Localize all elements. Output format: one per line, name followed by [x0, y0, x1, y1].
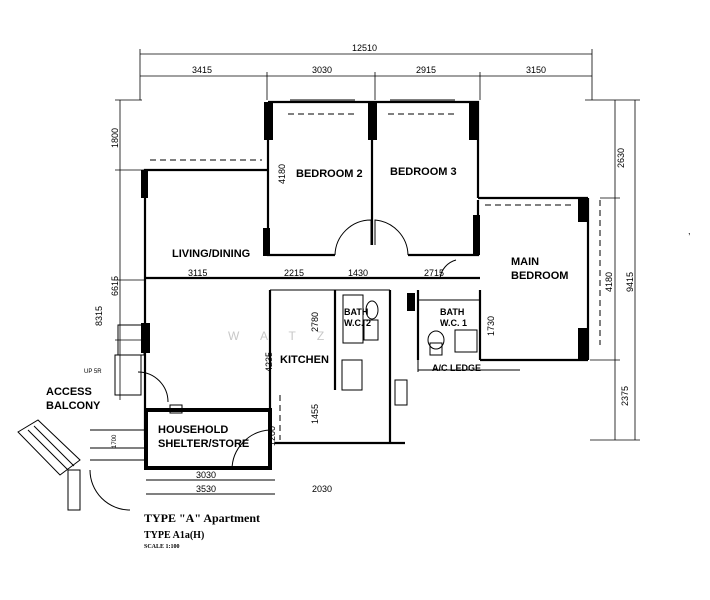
- bath-wc1-label-1: BATH: [440, 307, 464, 317]
- ac-ledge-label: A/C LEDGE: [432, 363, 481, 373]
- title-scale: SCALE 1:100: [144, 544, 180, 550]
- windows: [150, 99, 601, 440]
- dim-top-2: 3030: [312, 65, 332, 75]
- dim-mid-1: 3115: [188, 268, 207, 278]
- dim-bottom-1: 3030: [196, 470, 216, 480]
- shelter-label-2: SHELTER/STORE: [158, 438, 249, 450]
- dim-mid-3: 1430: [348, 268, 368, 278]
- dim-right-3: 9415: [625, 272, 635, 292]
- main-bedroom-label-1: MAIN: [511, 256, 539, 268]
- dim-shelter-height: 1200: [267, 426, 277, 446]
- dim-wc2-height: 2780: [310, 312, 320, 332]
- dim-right-1: 2630: [616, 148, 626, 168]
- columns: [141, 102, 588, 360]
- kitchen-label: KITCHEN: [280, 354, 329, 366]
- dim-kitchen-height: 4235: [264, 352, 274, 372]
- dim-left-4: UP 5R: [84, 369, 102, 375]
- dim-right-2: 4180: [604, 272, 614, 292]
- title-line-2: TYPE A1a(H): [144, 530, 204, 541]
- bedroom-3-label: BEDROOM 3: [390, 166, 457, 178]
- bedroom-2-label: BEDROOM 2: [296, 168, 363, 180]
- dim-shelter-small: 1700: [112, 434, 118, 448]
- bath-wc2-label-2: W.C. 2: [344, 318, 371, 328]
- dim-bottom-2: 3530: [196, 484, 216, 494]
- living-dining-label: LIVING/DINING: [172, 248, 250, 260]
- doors: [89, 219, 457, 511]
- dim-top-4: 3150: [526, 65, 546, 75]
- fixtures: [169, 294, 478, 414]
- dim-bottom-3: 2030: [312, 484, 332, 494]
- dim-left-3: 8315: [94, 306, 104, 326]
- dim-wc1-height: 1730: [486, 316, 496, 336]
- left-dimensions: [115, 99, 145, 400]
- access-balcony-label-2: BALCONY: [46, 400, 101, 412]
- dim-mid-4: 2715: [424, 268, 444, 278]
- balcony-stairs: [17, 324, 145, 511]
- watermark: W A T Z: [228, 329, 333, 343]
- bath-wc1-label-2: W.C. 1: [440, 318, 467, 328]
- dim-top-1: 3415: [192, 65, 212, 75]
- bath-wc2-label-1: BATH: [344, 307, 368, 317]
- dim-top-3: 2915: [416, 65, 436, 75]
- title-block: TYPE "A" Apartment TYPE A1a(H) SCALE 1:1…: [144, 511, 260, 550]
- dim-bed2-height: 4180: [277, 164, 287, 184]
- stray-mark: ,: [688, 226, 691, 236]
- room-labels: BEDROOM 2 BEDROOM 3 LIVING/DINING MAIN B…: [46, 166, 568, 450]
- dim-right-4: 2375: [620, 386, 630, 406]
- dim-kitchen-lower: 1455: [310, 404, 320, 424]
- access-balcony-label-1: ACCESS: [46, 386, 92, 398]
- dim-left-1: 1800: [110, 128, 120, 148]
- title-line-1: TYPE "A" Apartment: [144, 511, 260, 525]
- dimension-labels: 12510 3415 3030 2915 3150 1800 6615 8315…: [84, 43, 635, 494]
- right-dimensions: [585, 99, 640, 441]
- shelter-label-1: HOUSEHOLD: [158, 424, 228, 436]
- dim-mid-2: 2215: [284, 268, 304, 278]
- dim-overall-width: 12510: [352, 43, 377, 53]
- dim-left-2: 6615: [110, 276, 120, 296]
- top-dimensions: [139, 49, 593, 101]
- main-bedroom-label-2: BEDROOM: [511, 270, 568, 282]
